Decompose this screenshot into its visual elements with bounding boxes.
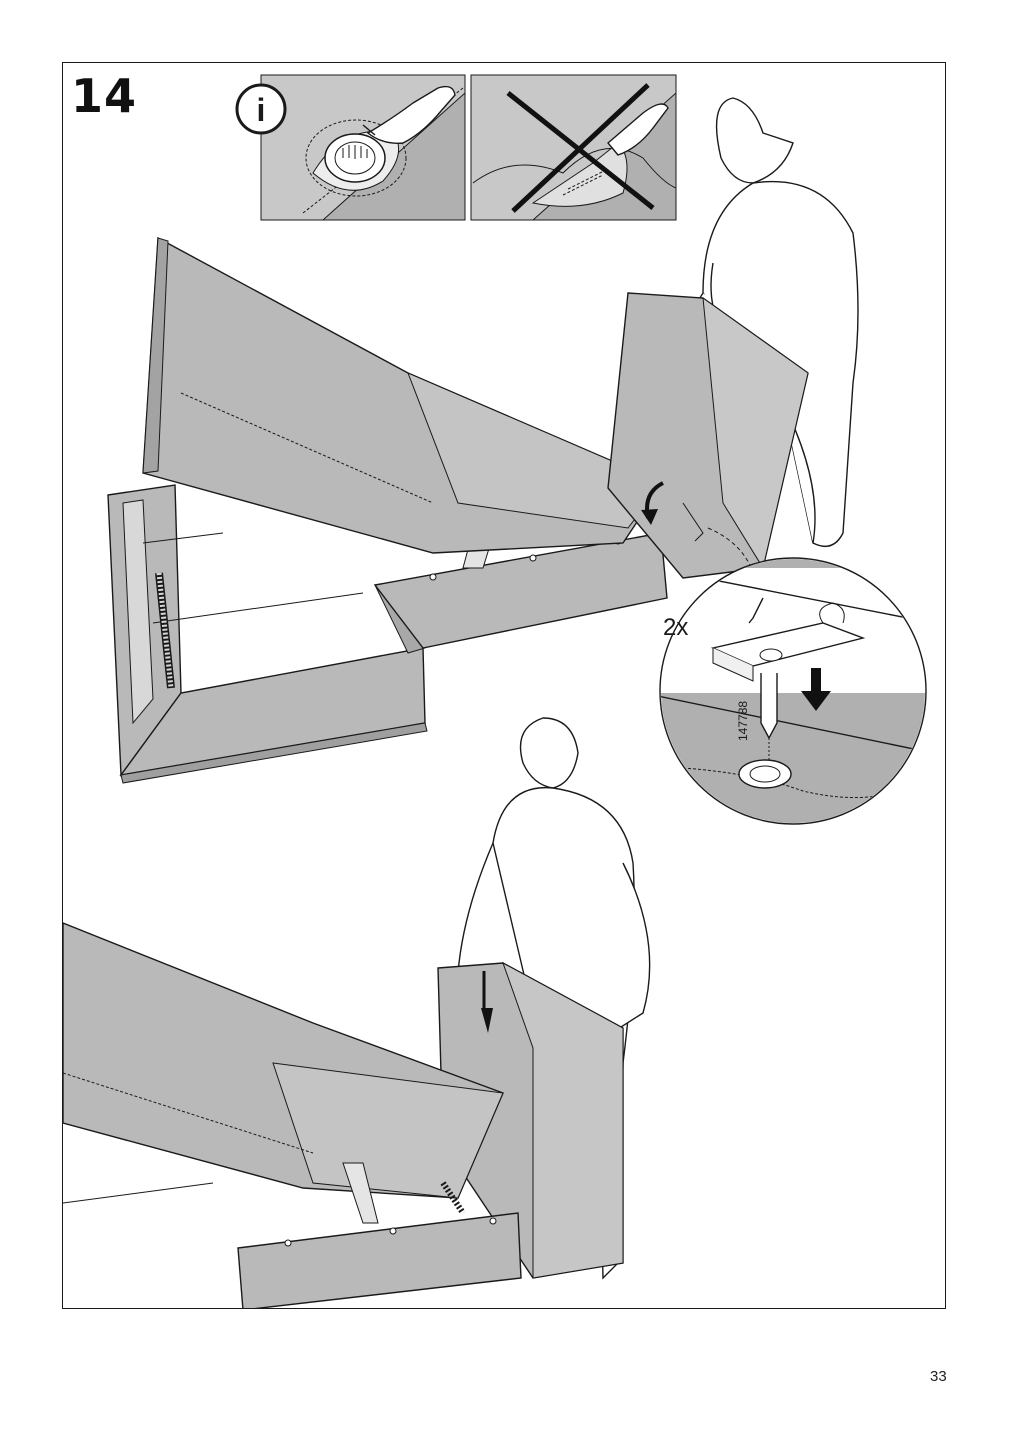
info-icon (235, 83, 287, 135)
sofa-frame-bottom (63, 922, 522, 1308)
step-number: 14 (71, 69, 138, 123)
detail-callout: 2x 147788 (659, 557, 927, 825)
back-cushion-top (607, 292, 809, 579)
instruction-frame: 14 i (62, 62, 946, 1309)
spring-top (155, 572, 175, 689)
sofa-frame-top (107, 236, 668, 784)
quantity-label: 2x (663, 614, 688, 641)
back-cushion-bottom (437, 961, 624, 1279)
info-panel: i (235, 74, 677, 221)
part-number-label: 147788 (736, 701, 750, 741)
page-number: 33 (930, 1368, 947, 1385)
info-icon-symbol: i (257, 92, 266, 128)
assembly-illustration: i (63, 74, 927, 1308)
info-panel-correct: i (235, 74, 466, 221)
info-panel-incorrect (470, 74, 677, 221)
